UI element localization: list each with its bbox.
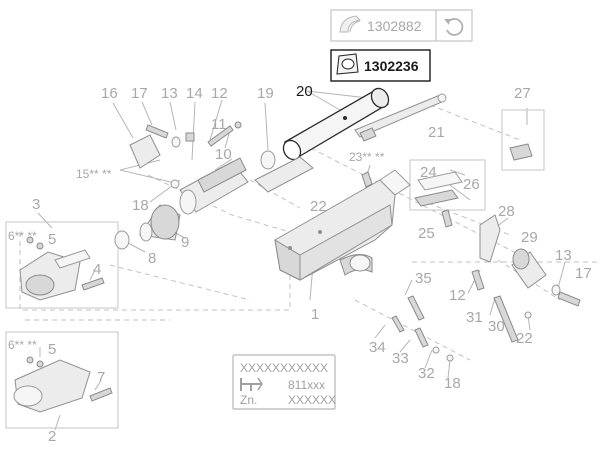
label-27[interactable]: 27 [514, 85, 531, 102]
part-33-screw[interactable] [414, 327, 429, 348]
part-labels: 20 1 2 3 4 5 5 6** ** 6** ** 7 8 9 10 11… [8, 83, 592, 445]
part-25-screw[interactable] [441, 209, 453, 228]
label-13a[interactable]: 13 [161, 85, 178, 102]
part-26-plate[interactable] [414, 189, 459, 207]
label-31[interactable]: 31 [466, 309, 483, 326]
label-13b[interactable]: 13 [555, 247, 572, 264]
rotate-arrow-icon [444, 18, 464, 36]
label-20[interactable]: 20 [296, 83, 313, 100]
part-18-washer-bottom[interactable] [446, 354, 454, 362]
label-19[interactable]: 19 [257, 85, 274, 102]
part-3-coupling-head[interactable] [19, 236, 91, 301]
part-4-bolt[interactable] [81, 277, 105, 291]
hitch-symbol-icon [240, 377, 263, 391]
label-5b[interactable]: 5 [48, 341, 56, 358]
label-7[interactable]: 7 [97, 369, 105, 386]
part-18-washer[interactable] [170, 179, 180, 189]
kit-27-frame [501, 109, 545, 171]
label-28[interactable]: 28 [498, 203, 515, 220]
replaced-part-callout[interactable]: 1302882 [330, 9, 473, 42]
label-6a[interactable]: 6** ** [8, 229, 37, 243]
label-3[interactable]: 3 [32, 196, 40, 213]
part-27-block[interactable] [509, 143, 533, 161]
label-2[interactable]: 2 [48, 428, 56, 445]
label-21[interactable]: 21 [428, 124, 445, 141]
label-18b[interactable]: 18 [444, 375, 461, 392]
part-28-lever[interactable] [479, 214, 501, 263]
part-19-ring[interactable] [260, 150, 276, 170]
current-part-callout[interactable]: 1302236 [330, 49, 431, 82]
label-32[interactable]: 32 [418, 365, 435, 382]
label-12b[interactable]: 12 [449, 287, 466, 304]
label-25[interactable]: 25 [418, 225, 435, 242]
label-35[interactable]: 35 [415, 270, 432, 287]
part-34-screw[interactable] [391, 315, 405, 333]
replaced-part-number: 1302882 [367, 18, 422, 34]
label-8[interactable]: 8 [148, 250, 156, 267]
label-15[interactable]: 15** ** [76, 167, 112, 181]
part-1-housing[interactable] [254, 156, 411, 281]
part-12-nut[interactable] [234, 121, 242, 129]
current-part-thumbnail-icon [336, 53, 359, 75]
type-plate: XXXXXX XXXXX 811xxx Zn. XXXXXX [232, 354, 336, 410]
label-1[interactable]: 1 [311, 306, 319, 323]
part-35-screw[interactable] [407, 295, 425, 321]
label-33[interactable]: 33 [392, 350, 409, 367]
part-2-towing-eye[interactable] [13, 356, 91, 413]
part-17-bolt[interactable] [145, 124, 169, 139]
label-14[interactable]: 14 [186, 85, 203, 102]
part-9-bellows[interactable] [139, 204, 181, 242]
replaced-part-thumbnail-icon [339, 15, 362, 33]
part-17-bolt-right[interactable] [557, 291, 581, 307]
label-6b[interactable]: 6** ** [8, 338, 37, 352]
label-12a[interactable]: 12 [211, 85, 228, 102]
type-plate-row3-right: XXXXXX [288, 393, 336, 407]
part-14-nut[interactable] [185, 132, 195, 142]
label-26[interactable]: 26 [463, 176, 480, 193]
label-22a[interactable]: 22 [310, 198, 327, 215]
part-22-clip-right[interactable] [524, 311, 532, 319]
towing-eye-frame [5, 331, 119, 429]
label-22b[interactable]: 22 [516, 330, 533, 347]
label-18a[interactable]: 18 [132, 197, 149, 214]
part-32-nut[interactable] [432, 346, 440, 354]
part-11-bolt[interactable] [207, 125, 234, 147]
part-13-washer[interactable] [171, 136, 181, 148]
leader-lines [37, 90, 566, 431]
part-24-plate[interactable] [417, 171, 463, 191]
label-5a[interactable]: 5 [48, 231, 56, 248]
label-10[interactable]: 10 [215, 146, 232, 163]
type-plate-row1-left: XXXXXX [240, 361, 288, 375]
coupling-head-frame [5, 221, 119, 309]
label-4[interactable]: 4 [93, 261, 101, 278]
label-29[interactable]: 29 [521, 229, 538, 246]
part-23-screw[interactable] [361, 171, 373, 188]
part-20-drawbar-tube[interactable] [280, 85, 392, 162]
part-29-roller[interactable] [511, 248, 547, 289]
label-16[interactable]: 16 [101, 85, 118, 102]
label-24[interactable]: 24 [420, 164, 437, 181]
label-30[interactable]: 30 [488, 318, 505, 335]
part-7-bolt[interactable] [89, 387, 113, 402]
label-11[interactable]: 11 [211, 116, 227, 133]
label-23[interactable]: 23** ** [349, 150, 385, 164]
label-17b[interactable]: 17 [575, 265, 592, 282]
label-9[interactable]: 9 [181, 234, 189, 251]
type-plate-row2-right: 811xxx [288, 378, 325, 392]
part-21-damper-rod[interactable] [354, 93, 447, 142]
part-30-pin[interactable] [493, 295, 519, 343]
part-13-washer-right[interactable] [551, 284, 561, 296]
part-16-bracket[interactable] [129, 134, 161, 169]
part-10-damper[interactable] [179, 157, 249, 215]
part-8-ring[interactable] [114, 230, 130, 250]
label-34[interactable]: 34 [369, 339, 386, 356]
type-plate-row1-right: XXXXX [288, 361, 328, 375]
label-17a[interactable]: 17 [131, 85, 148, 102]
type-plate-row3-left: Zn. [240, 393, 257, 407]
part-31-pin[interactable] [471, 269, 485, 291]
current-part-number: 1302236 [364, 58, 419, 74]
